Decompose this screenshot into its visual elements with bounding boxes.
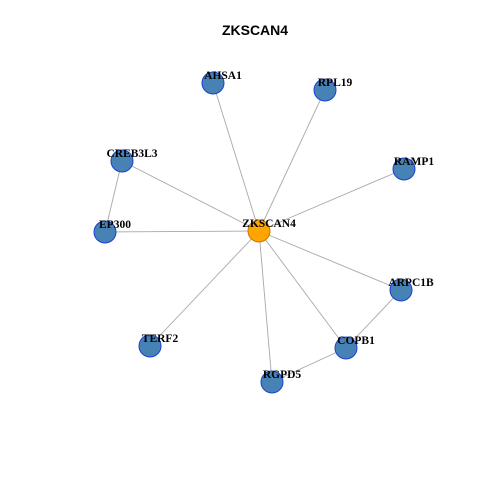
edge-creb3l3-ep300 bbox=[104, 160, 123, 233]
node-ramp1 bbox=[392, 157, 416, 181]
node-copb1 bbox=[334, 336, 358, 360]
node-label-creb3l3: CREB3L3 bbox=[106, 148, 157, 160]
node-label-ramp1: RAMP1 bbox=[394, 156, 434, 168]
node-label-zkscan4: ZKSCAN4 bbox=[242, 218, 296, 230]
node-label-terf2: TERF2 bbox=[142, 333, 179, 345]
node-label-rgpd5: RGPD5 bbox=[263, 369, 302, 381]
edge-zkscan4-ep300 bbox=[104, 230, 260, 233]
node-label-ahsa1: AHSA1 bbox=[204, 70, 242, 82]
edge-zkscan4-ahsa1 bbox=[212, 82, 260, 232]
edge-zkscan4-rpl19 bbox=[258, 89, 326, 232]
diagram-title: ZKSCAN4 bbox=[222, 22, 288, 38]
edge-arpc1b-copb1 bbox=[345, 289, 402, 349]
node-arpc1b bbox=[389, 278, 413, 302]
edge-zkscan4-ramp1 bbox=[258, 168, 405, 232]
edge-copb1-rgpd5 bbox=[271, 347, 347, 383]
node-rgpd5 bbox=[260, 370, 284, 394]
edges-layer bbox=[104, 82, 405, 383]
edge-zkscan4-copb1 bbox=[258, 230, 347, 349]
node-label-copb1: COPB1 bbox=[337, 335, 375, 347]
node-label-ep300: EP300 bbox=[99, 219, 131, 231]
node-ahsa1 bbox=[201, 71, 225, 95]
node-label-rpl19: RPL19 bbox=[318, 77, 353, 89]
nodes-layer bbox=[93, 71, 416, 394]
node-rpl19 bbox=[313, 78, 337, 102]
edge-zkscan4-creb3l3 bbox=[121, 160, 260, 232]
node-terf2 bbox=[138, 334, 162, 358]
edge-zkscan4-terf2 bbox=[149, 230, 260, 347]
node-creb3l3 bbox=[110, 149, 134, 173]
labels-layer: ZKSCAN4 AHSA1RPL19CREB3L3RAMP1EP300ARPC1B… bbox=[99, 70, 434, 381]
edge-zkscan4-rgpd5 bbox=[258, 230, 273, 383]
node-zkscan4 bbox=[247, 219, 271, 243]
node-label-arpc1b: ARPC1B bbox=[388, 277, 434, 289]
edge-zkscan4-arpc1b bbox=[258, 230, 402, 291]
node-ep300 bbox=[93, 220, 117, 244]
